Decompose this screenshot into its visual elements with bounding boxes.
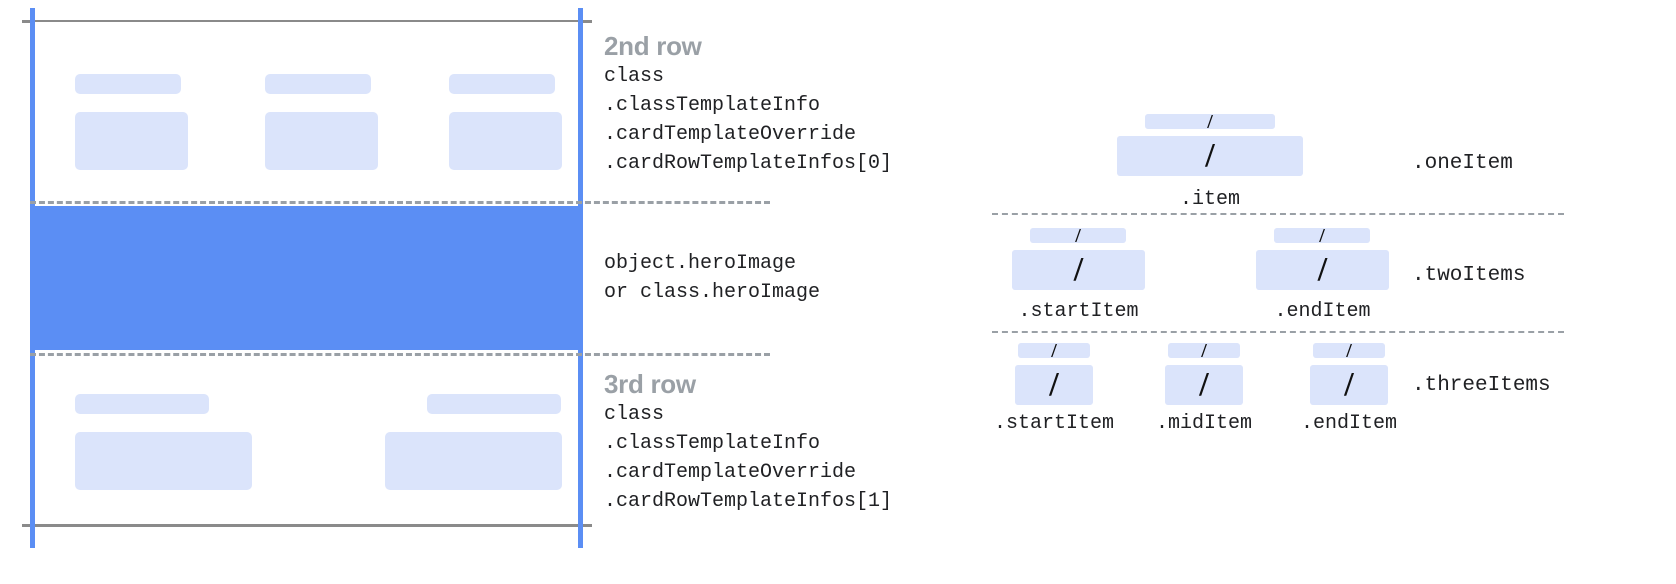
one-item-group-label: .oneItem [1412,152,1513,175]
two-items-start-sublabel: .startItem [1018,300,1139,323]
hero-code-line-1: object.heroImage [604,252,797,275]
hero-image-band [33,206,579,350]
three-items-group-label: .threeItems [1412,374,1551,397]
three-items-mid-main-bar: / [1165,365,1243,405]
annotation-row-2: 2nd row class .classTemplateInfo .cardTe… [604,30,892,178]
row2-cell1-value-placeholder [75,112,188,170]
annotation-hero-image: object.heroImage or class.heroImage [604,249,820,307]
one-item-sublabel: .item [1179,188,1240,211]
slash-icon: / [1207,110,1213,133]
row-3-code-line-4: .cardRowTemplateInfos[1] [604,490,893,513]
slash-icon: / [1073,251,1084,288]
row-3-code-line-3: .cardTemplateOverride [604,461,857,484]
hero-code-line-2: or class.heroImage [604,281,821,304]
card-mock [22,8,592,548]
slash-icon: / [1344,366,1354,403]
two-items-end-sublabel: .endItem [1274,300,1371,323]
row3-cell2-value-placeholder [385,432,562,490]
row-2-code-line-4: .cardRowTemplateInfos[0] [604,152,893,175]
three-items-end-sublabel: .endItem [1300,412,1397,435]
row-2-code-line-3: .cardTemplateOverride [604,123,857,146]
three-items-end-main-bar: / [1310,365,1388,405]
card-top-rule [22,20,592,23]
row-item-layout-options: / / .item .oneItem / / .startItem / / [960,0,1676,584]
row2-cell2-label-placeholder [265,74,371,94]
row-3-code-line-2: .classTemplateInfo [604,432,821,455]
slash-icon: / [1319,224,1325,247]
slash-icon: / [1199,366,1209,403]
three-items-end-top-bar: / [1313,339,1385,362]
three-items-start-top-bar: / [1018,339,1090,362]
two-items-start-top-bar: / [1030,224,1126,247]
row3-cell1-label-placeholder [75,394,209,414]
three-items-end-slot: / / [1310,339,1388,405]
two-items-start-slot: / / [1012,224,1145,290]
card-row-2 [33,24,579,202]
row2-cell1-label-placeholder [75,74,181,94]
slash-icon: / [1317,251,1328,288]
row-separator-bottom [30,353,770,356]
one-item-top-bar: / [1145,110,1275,133]
slash-icon: / [1346,339,1352,362]
one-item-slot: / / [1117,110,1303,176]
slash-icon: / [1049,366,1059,403]
two-items-end-main-bar: / [1256,250,1389,290]
row3-cell2-label-placeholder [427,394,561,414]
row2-cell2-value-placeholder [265,112,378,170]
card-row-3 [33,356,579,524]
three-items-start-main-bar: / [1015,365,1093,405]
two-items-start-main-bar: / [1012,250,1145,290]
slash-icon: / [1205,137,1215,174]
three-items-start-sublabel: .startItem [993,412,1115,435]
two-three-separator [992,331,1564,333]
one-item-main-bar: / [1117,136,1303,176]
row3-cell1-value-placeholder [75,432,252,490]
row2-cell3-value-placeholder [449,112,562,170]
row-3-heading: 3rd row [604,369,696,399]
row-2-code-line-2: .classTemplateInfo [604,94,821,117]
card-bottom-rule [22,524,592,527]
slash-icon: / [1075,224,1081,247]
three-items-start-slot: / / [1015,339,1093,405]
three-items-mid-sublabel: .midItem [1155,412,1252,435]
two-items-end-slot: / / [1256,224,1389,290]
row-3-code-line-1: class [604,403,665,426]
three-items-mid-slot: / / [1165,339,1243,405]
card-right-guide [578,8,583,548]
one-two-separator [992,213,1564,215]
slash-icon: / [1051,339,1057,362]
two-items-end-top-bar: / [1274,224,1370,247]
three-items-mid-top-bar: / [1168,339,1240,362]
row-2-code-line-1: class [604,65,665,88]
annotation-row-3: 3rd row class .classTemplateInfo .cardTe… [604,368,892,516]
row-separator-top [30,201,770,204]
row2-cell3-label-placeholder [449,74,555,94]
card-left-guide [30,8,35,548]
two-items-group-label: .twoItems [1412,264,1526,287]
slash-icon: / [1201,339,1207,362]
row-2-heading: 2nd row [604,31,702,61]
